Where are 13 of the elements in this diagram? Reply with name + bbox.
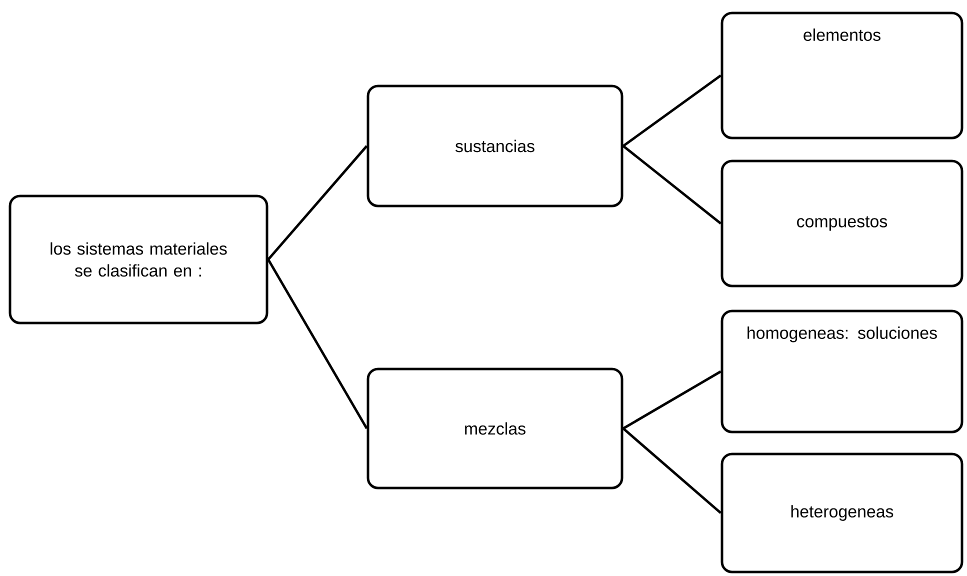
connector-line xyxy=(622,370,722,430)
concept-box: heterogeneas xyxy=(720,452,964,574)
connector-line xyxy=(267,258,368,430)
connector-line xyxy=(622,145,722,224)
concept-box: elementos xyxy=(720,12,964,140)
connector-line xyxy=(622,428,722,514)
concept-box: homogeneas: soluciones xyxy=(720,310,964,434)
connector-line xyxy=(622,74,722,147)
connector-line xyxy=(267,145,368,260)
concept-box: sustancias xyxy=(366,84,624,208)
concept-box: compuestos xyxy=(720,160,964,288)
concept-box: mezclas xyxy=(366,368,624,490)
concept-box: los sistemas materiales se clasifican en : xyxy=(8,194,268,324)
